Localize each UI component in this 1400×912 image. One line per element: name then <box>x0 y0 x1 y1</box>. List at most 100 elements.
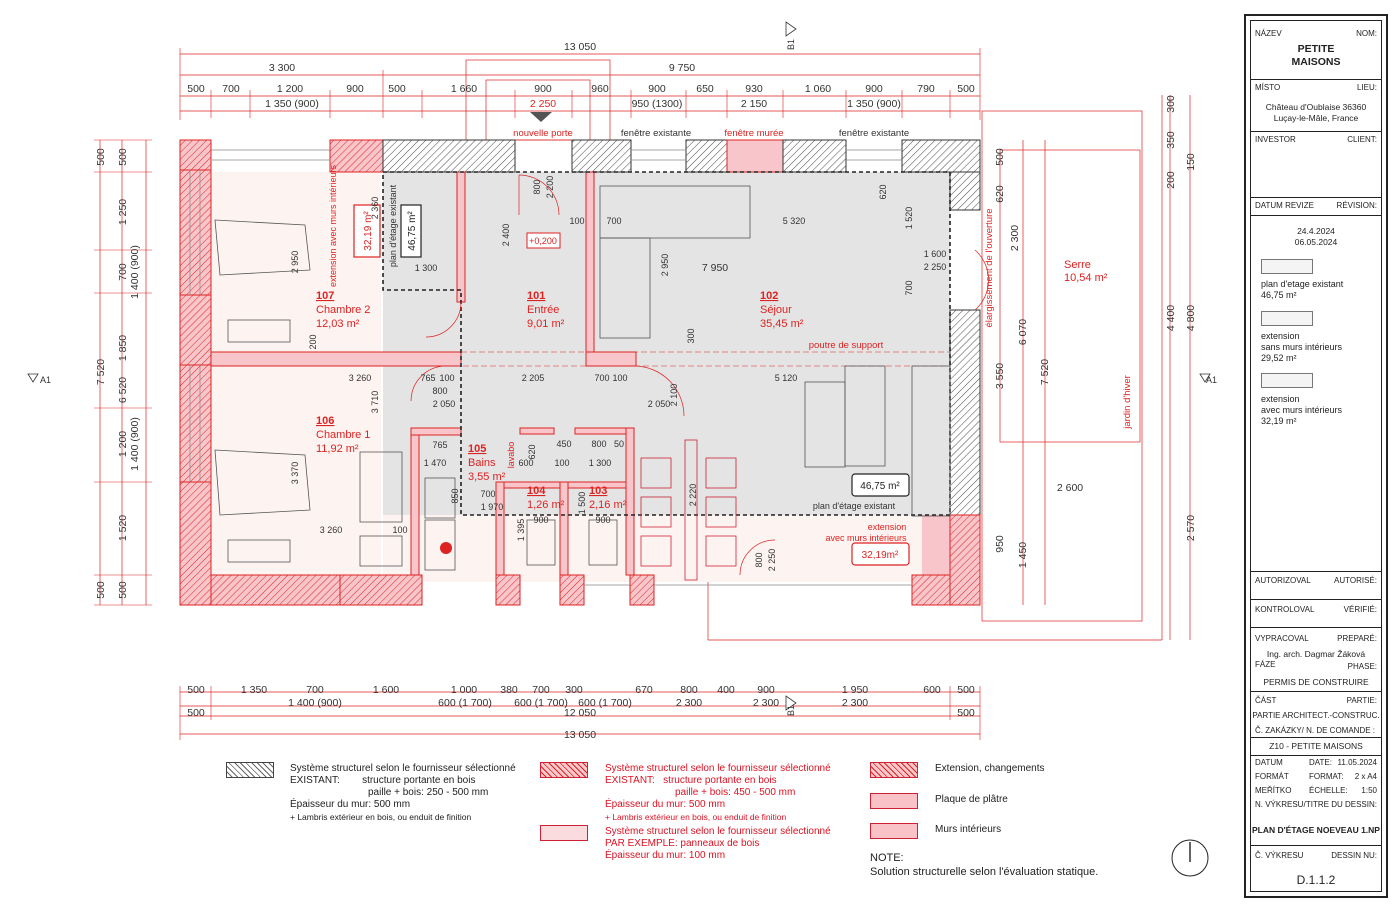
tb-label: ÉCHELLE: <box>1309 786 1348 795</box>
room-area: 3,55 m² <box>468 471 506 483</box>
tb-drawing-number: D.1.1.2 <box>1296 873 1336 887</box>
area-box-extension: 32,19 m² <box>363 211 374 251</box>
dim-b2: 600 (1 700) <box>578 697 632 709</box>
room-area: 11,92 m² <box>316 443 359 455</box>
dim-left: 1 520 <box>117 515 129 541</box>
tb-label: NOM: <box>1356 29 1377 38</box>
dim-t3: 790 <box>917 83 935 95</box>
note-nouvelle-porte: nouvelle porte <box>513 128 573 139</box>
dim-int: 2 250 <box>924 262 947 272</box>
room-number-105: 105 <box>468 443 486 455</box>
legend-text: Système structurel selon le fournisseur … <box>605 826 831 837</box>
tb-label: N. VÝKRESU/ <box>1255 800 1306 809</box>
dim-int: 700 <box>480 489 495 499</box>
dim-int: 7 950 <box>702 262 728 274</box>
dim-t3: 900 <box>534 83 552 95</box>
tb-label: AUTORIZOVAL <box>1255 576 1311 585</box>
dim-b2: 2 300 <box>753 697 779 709</box>
dim-left: 1 200 <box>117 431 129 457</box>
dim-int: 620 <box>878 184 888 199</box>
section-mark-a1-right: A1 <box>1206 375 1217 385</box>
dim-top-9750: 9 750 <box>669 62 695 74</box>
tb-label: TITRE DU DESSIN: <box>1305 800 1377 809</box>
dim-int: 800 <box>591 439 606 449</box>
legend-text: paille + bois: 250 - 500 mm <box>368 787 489 798</box>
dim-int: 100 <box>439 373 454 383</box>
room-name-chambre-1: Chambre 1 <box>316 429 370 441</box>
tb-legend-text: avec murs intérieurs <box>1261 405 1343 415</box>
legend-text: Épaisseur du mur: 100 mm <box>605 850 726 861</box>
tb-label: Č. ZAKÁZKY/ N. DE COMANDE : <box>1255 726 1376 735</box>
dim-int: 100 <box>569 216 584 226</box>
dim-b3: 12 050 <box>564 707 596 719</box>
tb-address: Luçay-le-Mâle, France <box>1273 113 1359 123</box>
dim-left: 500 <box>117 581 129 599</box>
dim-int: 100 <box>554 458 569 468</box>
dim-int: 800 <box>754 552 764 567</box>
dim-int: 1 520 <box>904 207 914 230</box>
dim-t3: 500 <box>388 83 406 95</box>
dim-right-inner: 500 <box>994 148 1006 166</box>
tb-legend-text: sans murs intérieurs <box>1261 342 1343 352</box>
note-fenetre-muree: fenêtre murée <box>724 128 783 139</box>
legend-text: paille + bois: 450 - 500 mm <box>675 787 796 798</box>
note-plan-existant: plan d'étage existant <box>813 501 896 511</box>
dim-int: 850 <box>450 488 460 503</box>
legend-panels: Système structurel selon le fournisseur … <box>605 826 831 862</box>
tb-label: VÉRIFIÉ: <box>1343 605 1377 614</box>
tb-label: DATE: <box>1309 758 1332 767</box>
tb-label: PREPARÉ: <box>1337 634 1377 643</box>
dim-int: 1 395 <box>516 519 526 542</box>
dim-right: 4 800 <box>1185 305 1197 331</box>
room-number-101: 101 <box>527 290 545 302</box>
tb-drawing-title: PLAN D'ÉTAGE NOEVEAU 1.NP <box>1252 825 1380 835</box>
room-area: 9,01 m² <box>527 318 565 330</box>
tb-label: PARTIE: <box>1346 696 1377 705</box>
dim-left: 1 400 (900) <box>129 245 141 299</box>
legend-new: Système structurel selon le fournisseur … <box>605 763 831 823</box>
dim-right: 2 570 <box>1185 515 1197 541</box>
tb-scale: 1:50 <box>1361 786 1377 795</box>
legend-swatch-interior-walls <box>870 823 918 839</box>
note-title: NOTE: <box>870 852 904 864</box>
dim-int: 700 <box>606 216 621 226</box>
dim-b1: 600 <box>923 684 941 696</box>
note-jardin-hiver: jardin d'hiver <box>1122 375 1133 430</box>
tb-swatch-extension-walls <box>1261 373 1313 388</box>
dim-b1: 1 350 <box>241 684 267 696</box>
dim-int: 2 050 <box>648 399 671 409</box>
tb-revision-date: 24.4.2024 <box>1297 226 1335 236</box>
room-number-106: 106 <box>316 415 334 427</box>
dim-right: 150 <box>1185 153 1197 171</box>
dim-t4: 2 250 <box>530 98 556 110</box>
dim-b1: 700 <box>532 684 550 696</box>
tb-label: FORMÁT <box>1255 772 1289 781</box>
dim-left-total: 6 520 <box>117 377 129 403</box>
note-text: Solution structurelle selon l'évaluation… <box>870 866 1099 878</box>
legend-extension: Extension, changements <box>935 763 1045 774</box>
dim-int: 2 220 <box>688 484 698 507</box>
room-name-entree: Entrée <box>527 304 559 316</box>
dim-int: 3 370 <box>290 462 300 485</box>
dim-int: 1 470 <box>424 458 447 468</box>
dim-t4: 950 (1300) <box>632 98 683 110</box>
dim-int: 2 050 <box>433 399 456 409</box>
dim-int: 100 <box>612 373 627 383</box>
dim-int: 800 <box>432 386 447 396</box>
dim-t3: 500 <box>187 83 205 95</box>
dim-int: 1 600 <box>924 249 947 259</box>
dim-b1: 1 600 <box>373 684 399 696</box>
dim-t3: 700 <box>222 83 240 95</box>
dim-right: 200 <box>1165 171 1177 189</box>
dim-int: 2 205 <box>522 373 545 383</box>
note-fenetre-existante: fenêtre existante <box>839 128 909 139</box>
legend-text: Système structurel selon le fournisseur … <box>290 763 516 774</box>
dim-int: 765 <box>432 440 447 450</box>
dim-b1: 380 <box>500 684 518 696</box>
dim-level: +0,200 <box>529 236 557 246</box>
dim-b1: 900 <box>757 684 775 696</box>
legend-text: + Lambris extérieur en bois, ou enduit d… <box>290 812 472 822</box>
dim-b1: 1 000 <box>451 684 477 696</box>
dim-left: 500 <box>95 581 107 599</box>
tb-legend-extension: extension sans murs intérieurs 29,52 m² <box>1261 331 1342 364</box>
